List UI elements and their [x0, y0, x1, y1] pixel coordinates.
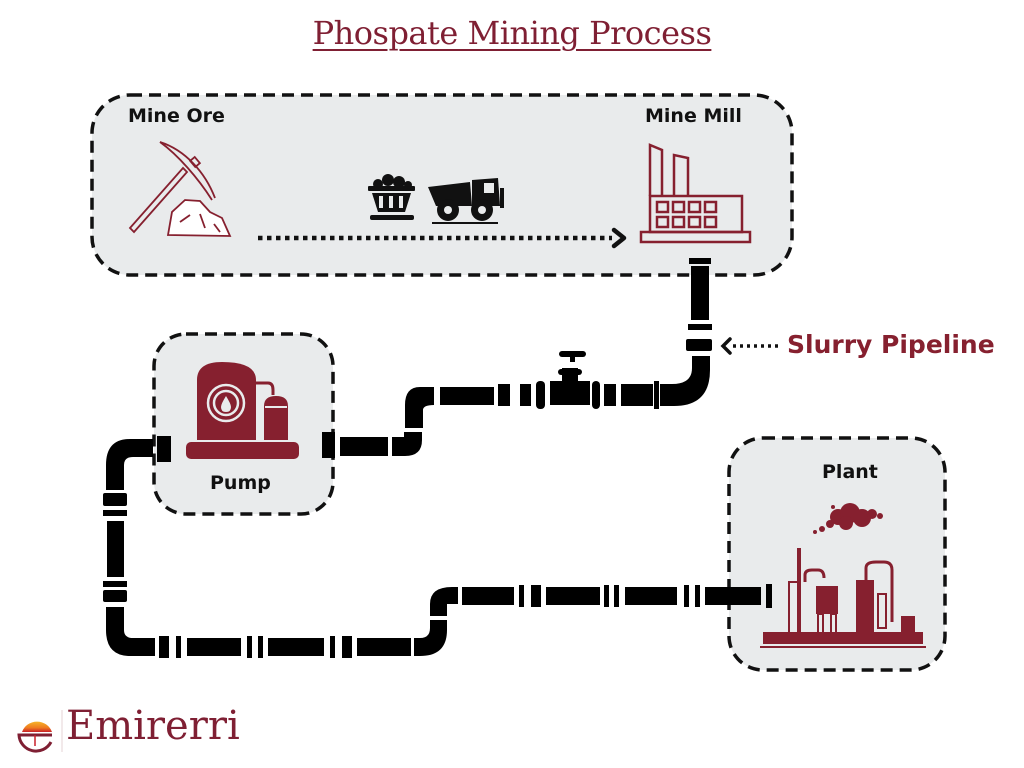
mine-ore-label: Mine Ore — [128, 105, 225, 127]
mine-mill-label: Mine Mill — [645, 105, 742, 127]
slurry-pointer-arrow — [720, 337, 781, 355]
pump-icon — [186, 362, 299, 459]
dump-truck-icon — [428, 178, 504, 224]
pump-label: Pump — [210, 472, 271, 494]
pickaxe-ore-icon — [128, 141, 232, 237]
refinery-plant-icon — [760, 503, 926, 648]
plant-label: Plant — [822, 461, 878, 483]
diagram-title: Phospate Mining Process — [312, 14, 712, 52]
emirerri-logo-icon — [17, 710, 63, 753]
slurry-pipeline-label: Slurry Pipeline — [787, 330, 995, 359]
transport-arrow — [258, 227, 627, 249]
mine-cart-icon — [368, 174, 415, 220]
factory-icon — [639, 143, 752, 244]
emirerri-logo-text: Emirerri — [66, 703, 240, 749]
slurry-pipeline — [103, 258, 772, 658]
